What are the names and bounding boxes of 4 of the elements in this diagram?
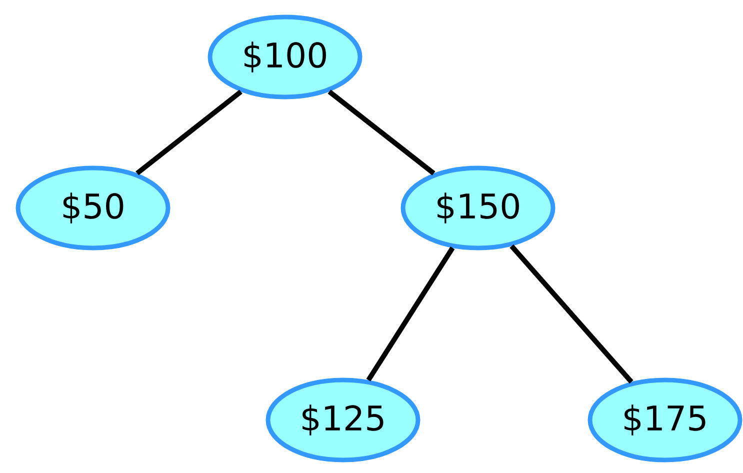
branch-line (136, 90, 242, 176)
branch-line (328, 90, 436, 176)
branch-line (366, 246, 455, 382)
branch-line (510, 244, 634, 384)
